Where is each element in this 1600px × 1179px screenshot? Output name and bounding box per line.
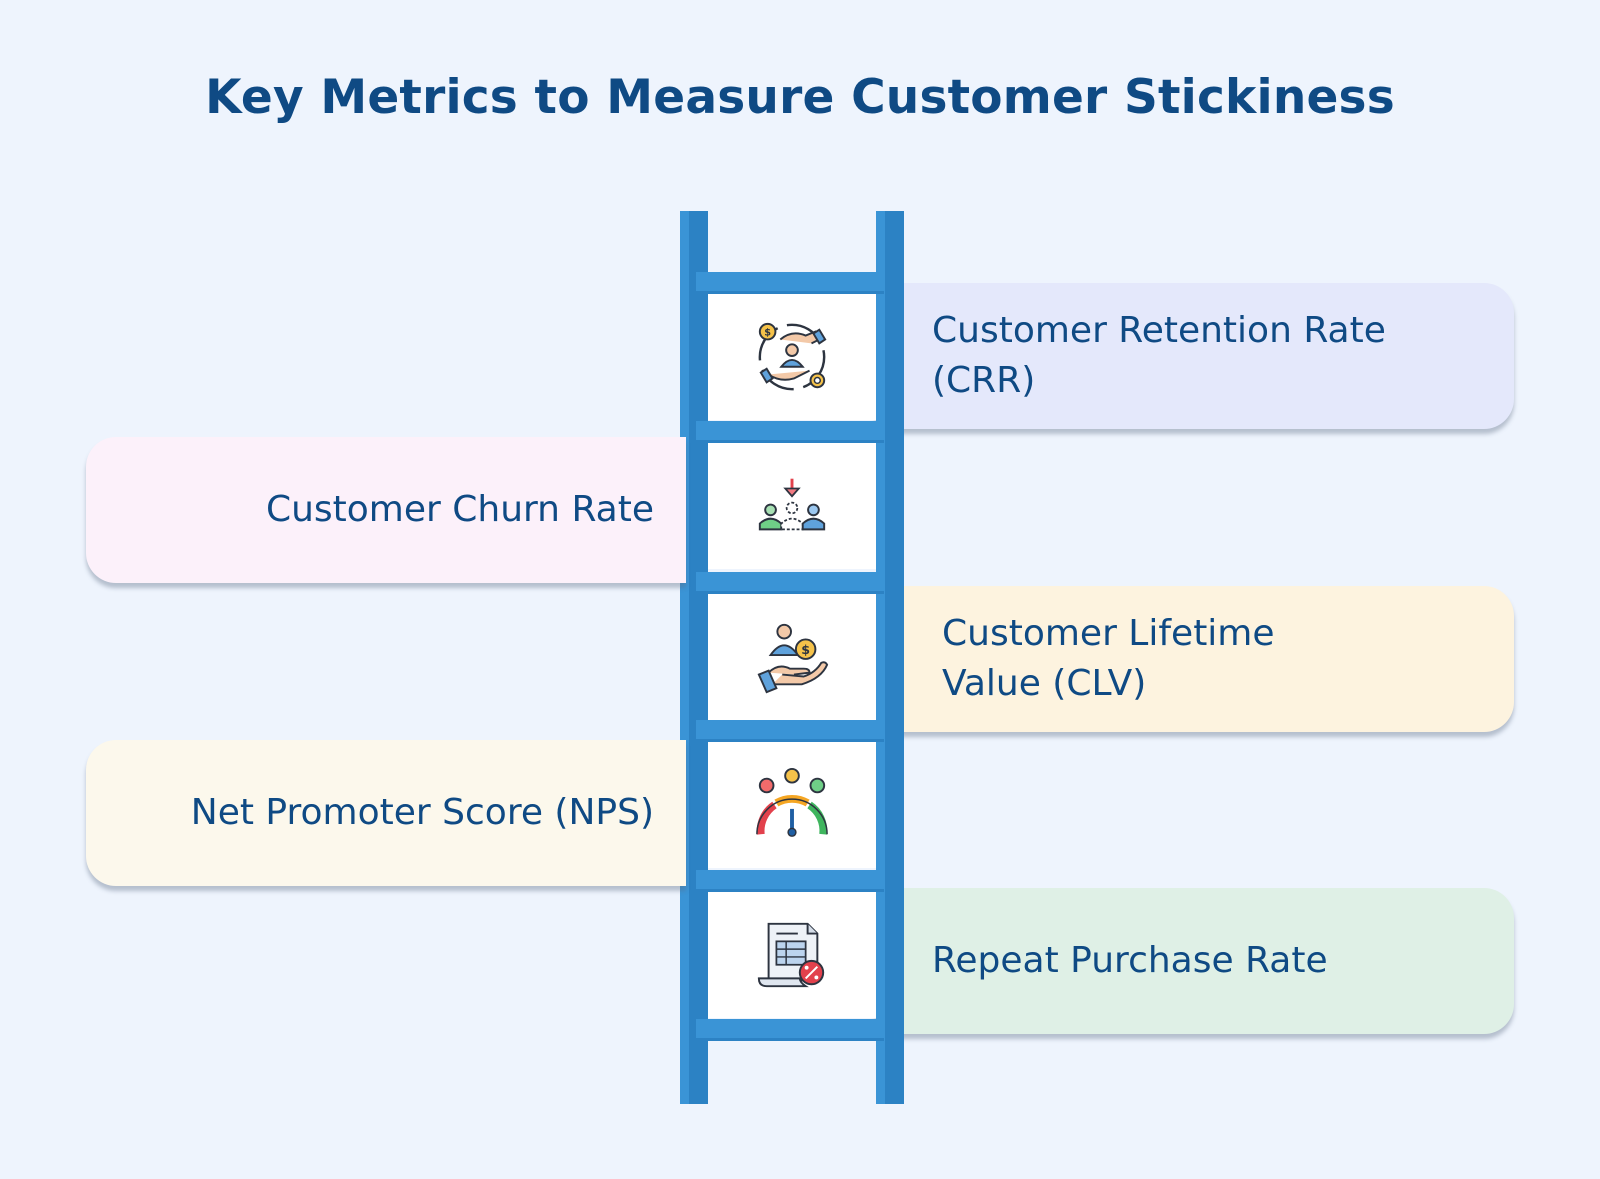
- metric-card-nps: Net Promoter Score (NPS): [86, 740, 686, 886]
- metric-label: Net Promoter Score (NPS): [190, 792, 654, 833]
- ladder-rung: [696, 572, 884, 594]
- svg-text:$: $: [764, 328, 771, 339]
- ladder-rung: [696, 870, 884, 892]
- ladder-rung: [696, 1019, 884, 1041]
- metric-label: Customer Lifetime Value (CLV): [942, 613, 1275, 704]
- ladder-step-5: [708, 892, 876, 1018]
- ladder-rung: [696, 720, 884, 742]
- metric-label: Customer Retention Rate (CRR): [932, 310, 1386, 401]
- svg-text:$: $: [801, 642, 810, 657]
- metric-card-repeat-purchase: Repeat Purchase Rate: [876, 888, 1514, 1034]
- satisfaction-gauge-icon: [756, 767, 828, 837]
- churn-people-icon: [758, 478, 826, 531]
- metric-card-retention-rate: Customer Retention Rate (CRR): [876, 283, 1514, 429]
- ladder-step-1: $: [708, 294, 876, 420]
- metric-label: Repeat Purchase Rate: [932, 940, 1328, 981]
- metric-card-churn-rate: Customer Churn Rate: [86, 437, 686, 583]
- ladder-step-2: [708, 443, 876, 569]
- metric-label: Customer Churn Rate: [265, 489, 654, 530]
- ladder-step-4: [708, 742, 876, 868]
- ladder-left-rail: [680, 211, 708, 1104]
- hand-coin-person-icon: $: [757, 623, 829, 694]
- page-title: Key Metrics to Measure Customer Stickine…: [205, 70, 1395, 125]
- ladder-right-rail: [876, 211, 904, 1104]
- hands-retention-icon: $: [758, 322, 827, 391]
- receipt-percent-icon: [757, 922, 825, 988]
- ladder-rung: [696, 272, 884, 294]
- metric-card-lifetime-value: Customer Lifetime Value (CLV): [876, 586, 1514, 732]
- ladder-rung: [696, 421, 884, 443]
- ladder-step-3: $: [708, 594, 876, 720]
